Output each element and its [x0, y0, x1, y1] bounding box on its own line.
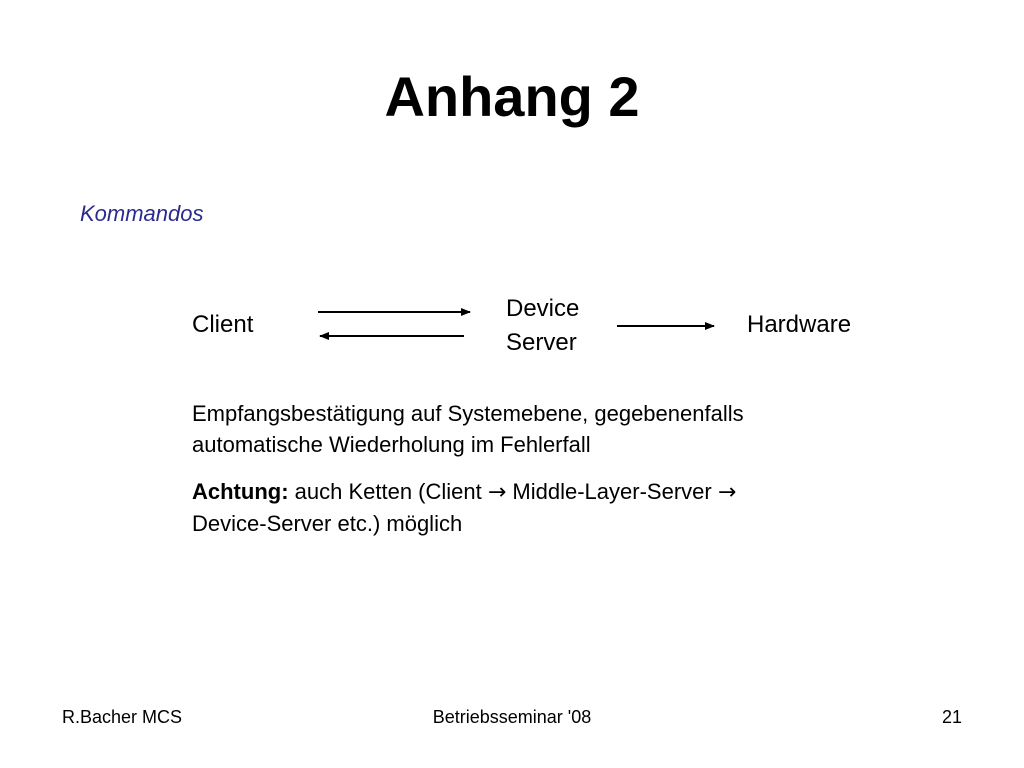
footer-event: Betriebsseminar '08: [432, 707, 592, 727]
node-device-server-line2: Server: [506, 329, 577, 356]
paragraph-warning-line2: Device-Server etc.) möglich: [192, 511, 463, 536]
right-arrow-icon: →: [717, 480, 737, 505]
footer-page-number: 21: [941, 707, 962, 727]
paragraph-confirmation: Empfangsbestätigung auf Systemebene, geg…: [192, 398, 872, 460]
node-client: Client: [192, 311, 254, 338]
warning-text-part1: auch Ketten (Client: [288, 479, 488, 504]
warning-label: Achtung:: [192, 479, 289, 504]
footer-author: R.Bacher MCS: [62, 707, 183, 727]
section-subtitle: Kommandos: [80, 201, 204, 226]
paragraph-warning: Achtung: auch Ketten (Client → Middle-La…: [192, 476, 872, 539]
paragraph-confirmation-line2: automatische Wiederholung im Fehlerfall: [192, 432, 591, 457]
node-device-server: Device Server: [506, 292, 579, 360]
paragraph-confirmation-line1: Empfangsbestätigung auf Systemebene, geg…: [192, 401, 744, 426]
right-arrow-icon: →: [487, 480, 507, 505]
node-hardware: Hardware: [747, 311, 852, 338]
slide-title: Anhang 2: [384, 65, 640, 128]
node-device-server-line1: Device: [506, 295, 580, 322]
paragraph-warning-line1: Achtung: auch Ketten (Client → Middle-La…: [192, 476, 872, 508]
warning-text-part2: Middle-Layer-Server: [506, 479, 718, 504]
